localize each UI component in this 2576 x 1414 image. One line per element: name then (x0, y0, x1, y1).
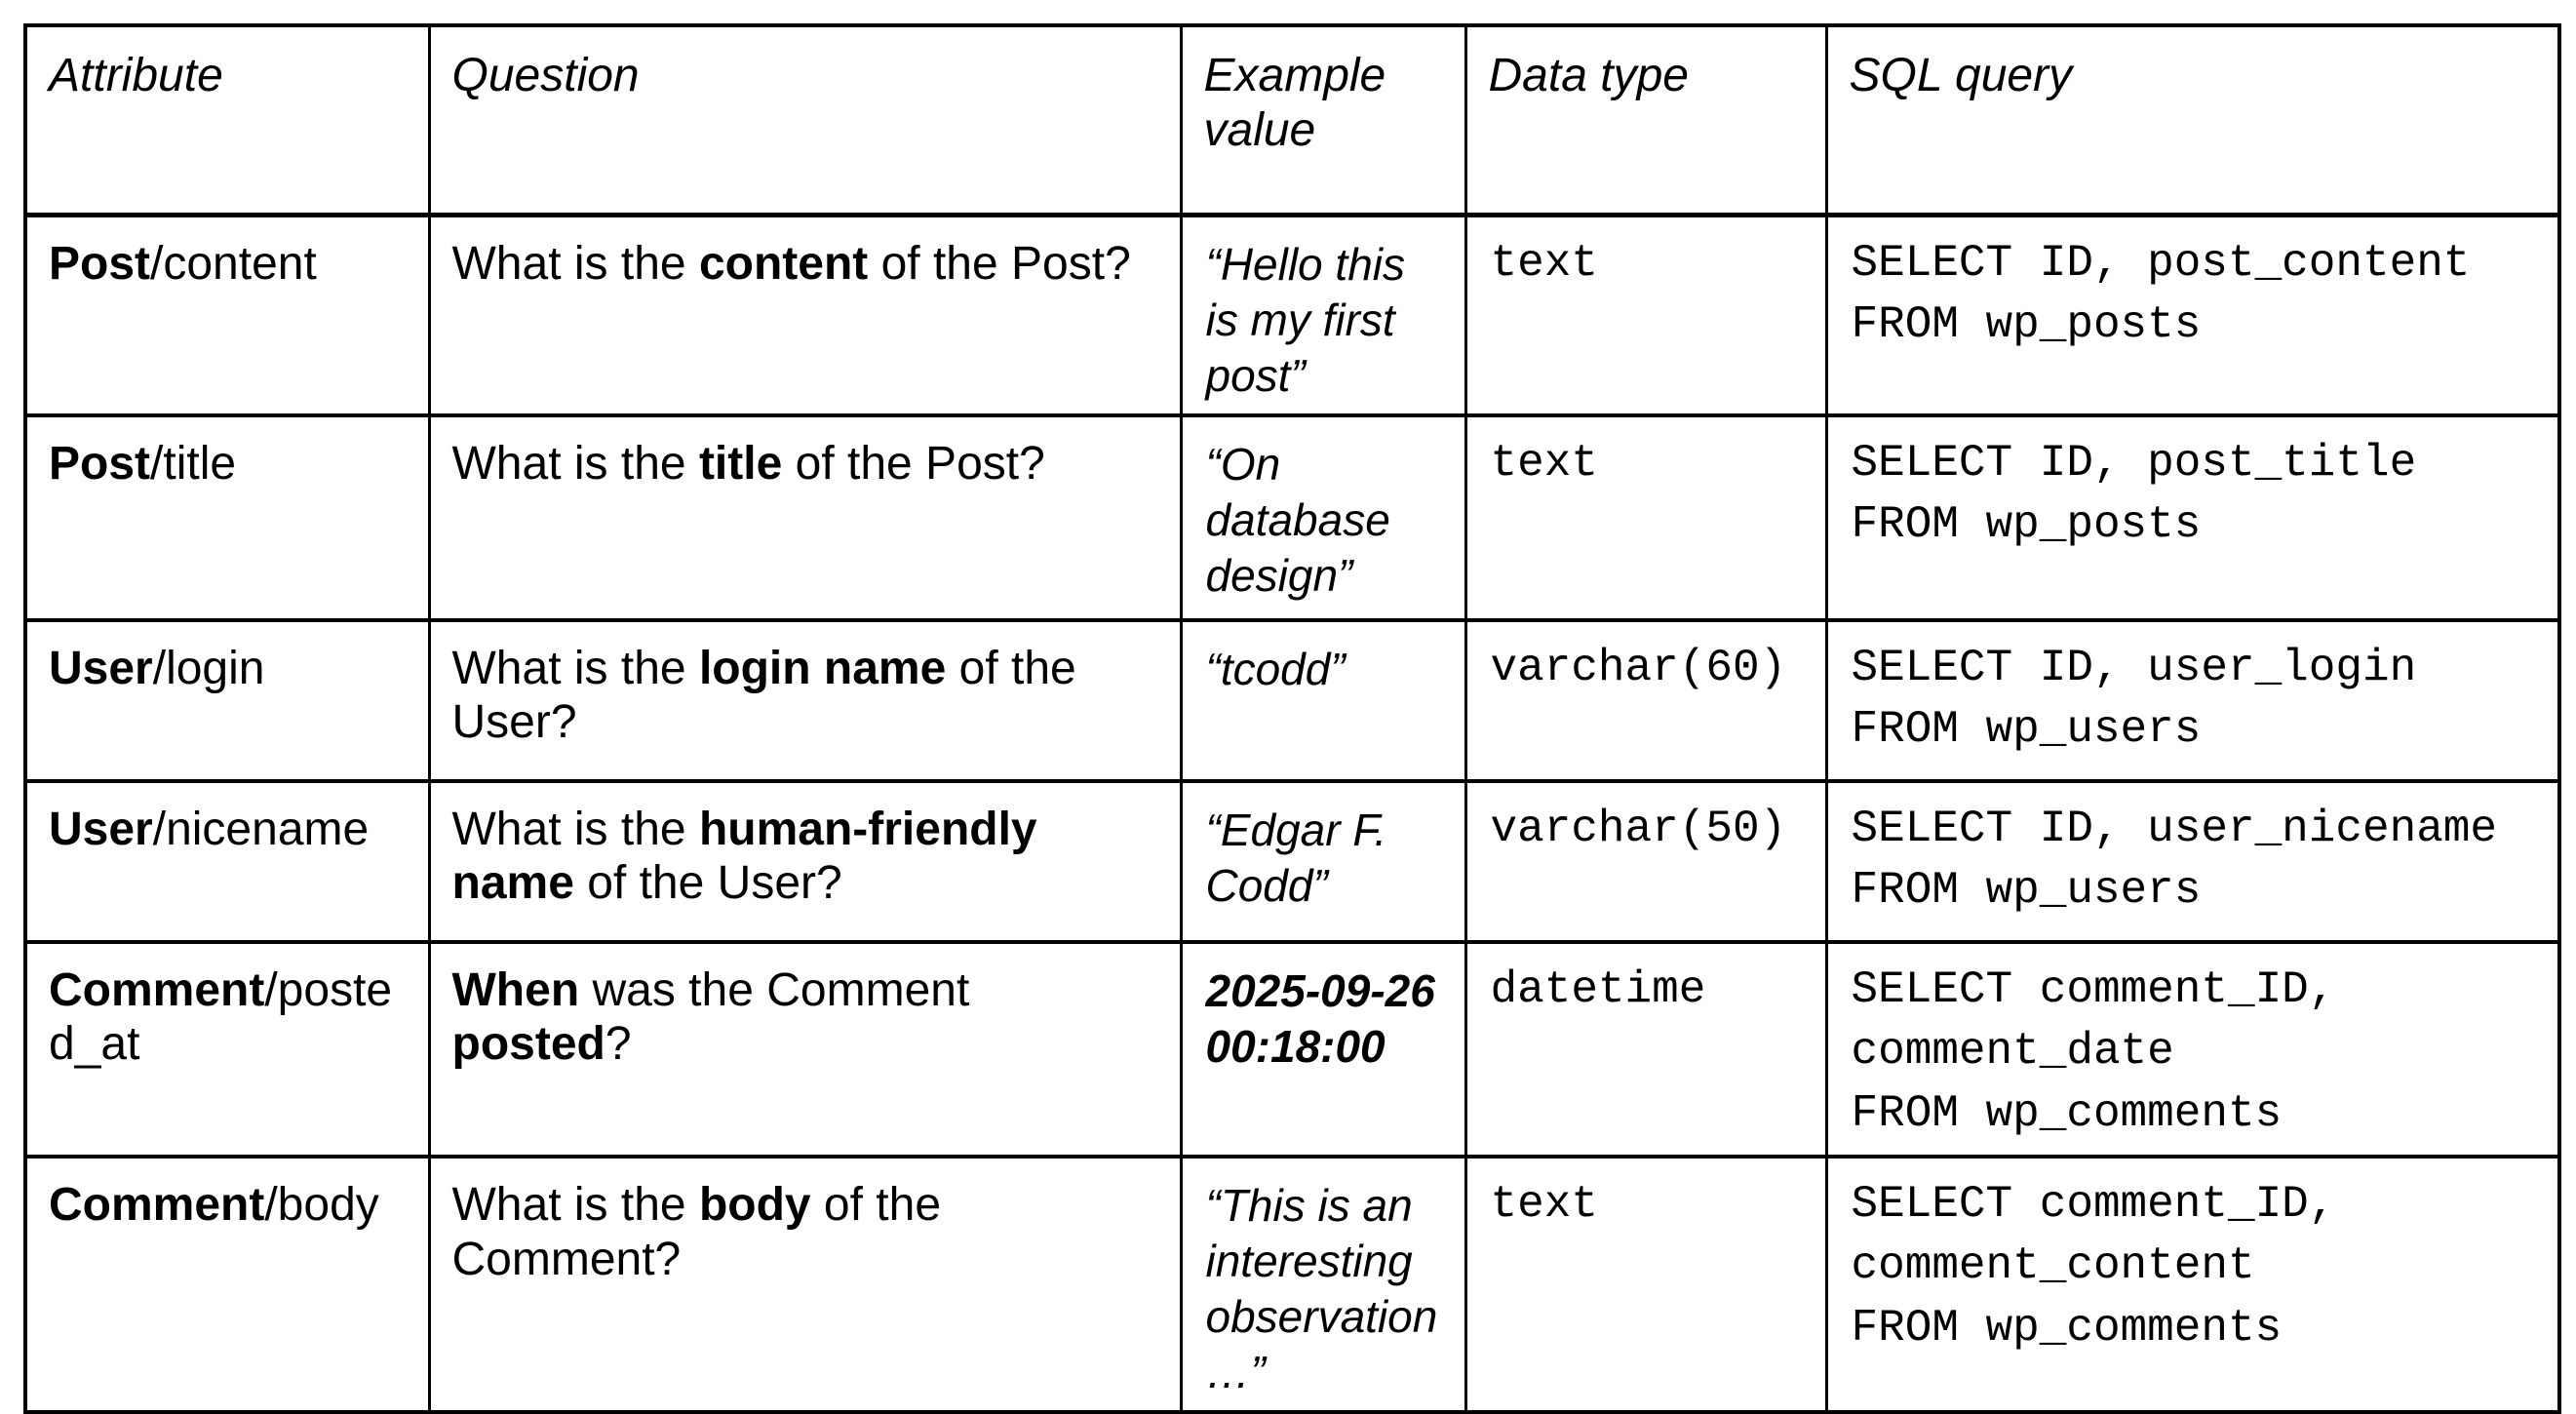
sql-query-line: SELECT ID, user_login (1851, 642, 2417, 693)
sql-query-line: comment_content (1851, 1240, 2255, 1292)
question-text: of the Post? (868, 237, 1131, 290)
attribute-entity: Comment (49, 1179, 265, 1231)
question-keyword: When (451, 963, 580, 1016)
sql-query-line: FROM wp_posts (1851, 298, 2202, 350)
question-keyword: login name (698, 642, 947, 694)
column-header-sql-query: SQL query (1824, 23, 2561, 217)
example-value-cell: “This is an interesting observation…” (1179, 1154, 1467, 1414)
column-header-question: Question (427, 23, 1183, 217)
question-keyword: posted (451, 1018, 605, 1071)
question-text: of the Comment? (451, 1179, 942, 1285)
question-keyword: body (698, 1179, 811, 1231)
data-type-cell: text (1464, 1154, 1828, 1414)
question-text: What is the (451, 803, 699, 855)
attribute-cell: User/nicename (23, 778, 431, 944)
attribute-name: /login (152, 642, 265, 694)
question-cell: When was the Comment posted? (427, 939, 1183, 1159)
data-type-cell: varchar(50) (1464, 778, 1828, 944)
attribute-name: /posted_at (49, 963, 393, 1071)
sql-query-line: FROM wp_posts (1851, 499, 2202, 551)
column-header-data-type: Data type (1464, 23, 1828, 217)
attribute-entity: Comment (49, 963, 265, 1016)
attribute-entity: Post (49, 437, 151, 490)
question-text: What is the (451, 237, 699, 290)
attribute-cell: Post/content (23, 213, 431, 417)
sql-query-line: SELECT comment_ID, (1851, 1179, 2336, 1230)
attribute-entity: User (49, 803, 153, 855)
sql-query-line: FROM wp_users (1851, 704, 2202, 756)
question-keyword: human-friendly name (451, 803, 1037, 910)
attribute-entity: Post (49, 237, 151, 290)
question-text: What is the (451, 1179, 699, 1231)
question-text: of the Post? (782, 437, 1045, 490)
column-header-attribute: Attribute (23, 23, 431, 217)
attribute-name: /title (150, 437, 237, 490)
example-value-cell: “Edgar F. Codd” (1179, 778, 1467, 944)
attribute-name: /body (264, 1179, 379, 1231)
data-type-cell: text (1464, 213, 1828, 417)
attribute-cell: Post/title (23, 412, 431, 622)
question-text: of the User? (451, 642, 1076, 749)
question-text: was the Comment (579, 963, 970, 1016)
example-value-cell: “On database design” (1179, 412, 1467, 622)
example-value-cell: “tcodd” (1179, 617, 1467, 783)
question-text: of the User? (573, 857, 842, 910)
question-text: What is the (451, 642, 699, 694)
attribute-name: /content (150, 237, 317, 290)
question-keyword: content (698, 237, 869, 290)
attribute-cell: Comment/posted_at (23, 939, 431, 1159)
example-value-cell: “Hello this is my first post” (1179, 213, 1467, 417)
attribute-entity: User (49, 642, 153, 694)
data-type-cell: datetime (1464, 939, 1828, 1159)
question-keyword: title (698, 437, 783, 490)
sql-query-line: FROM wp_users (1851, 865, 2202, 917)
question-cell: What is the content of the Post? (427, 213, 1183, 417)
sql-query-line: SELECT ID, post_title (1851, 437, 2417, 489)
attribute-cell: User/login (23, 617, 431, 783)
data-type-cell: varchar(60) (1464, 617, 1828, 783)
attribute-cell: Comment/body (23, 1154, 431, 1414)
sql-query-line: SELECT ID, user_nicename (1851, 803, 2498, 854)
question-text: What is the (451, 437, 699, 490)
question-cell: What is the body of the Comment? (427, 1154, 1183, 1414)
sql-query-line: FROM wp_comments (1851, 1087, 2283, 1139)
column-header-example-value: Example value (1179, 23, 1467, 217)
sql-query-line: comment_date (1851, 1026, 2174, 1078)
question-cell: What is the title of the Post? (427, 412, 1183, 622)
sql-query-line: SELECT ID, post_content (1851, 237, 2471, 289)
question-cell: What is the login name of the User? (427, 617, 1183, 783)
data-type-cell: text (1464, 412, 1828, 622)
sql-query-line: FROM wp_comments (1851, 1302, 2283, 1354)
sql-query-line: SELECT comment_ID, (1851, 963, 2336, 1015)
question-text: ? (605, 1018, 632, 1071)
example-value-cell: 2025-09-26 00:18:00 (1179, 939, 1467, 1159)
question-cell: What is the human-friendly name of the U… (427, 778, 1183, 944)
attribute-name: /nicename (152, 803, 370, 855)
